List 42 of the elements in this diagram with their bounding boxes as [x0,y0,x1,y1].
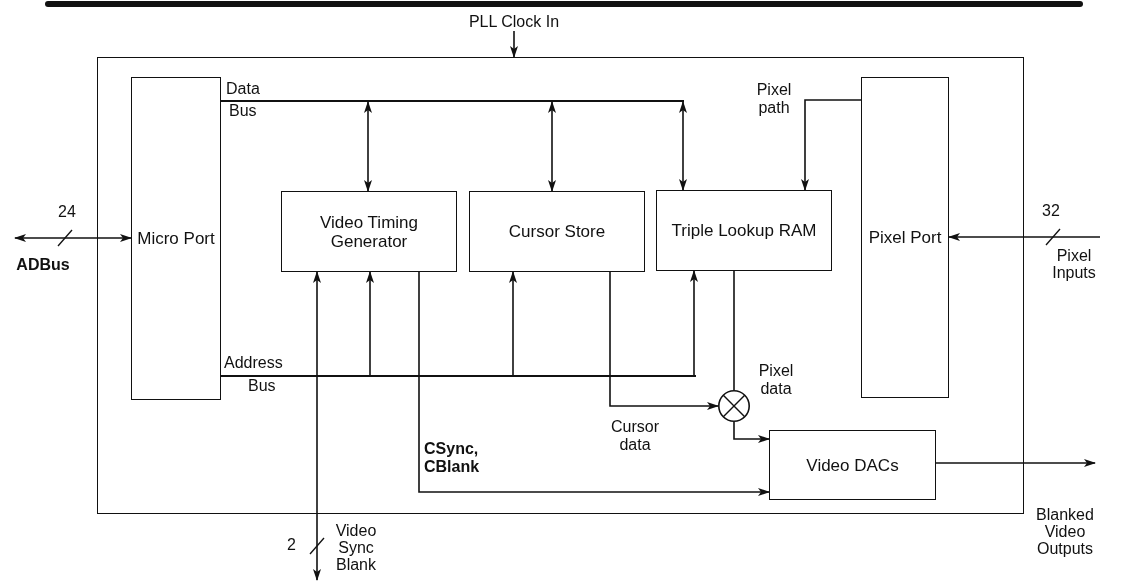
signal-label: Blanked Video Outputs [1030,504,1100,558]
signal-label: Pixel Inputs [1043,246,1105,282]
chip-outline [97,57,1024,514]
signal-label: ADBus [8,254,78,274]
arrow [690,270,698,376]
bus-line [221,375,696,377]
bus-label: Address [224,354,284,372]
connector-line [733,270,735,391]
bus-label: Bus [248,377,277,395]
arrow [609,271,719,410]
arrow [313,271,321,581]
arrow [948,233,1101,241]
bus-width-label: 24 [58,203,77,221]
arrow [733,421,770,443]
process-box: Video Timing Generator [281,191,457,272]
bus-width-label: 2 [287,536,297,554]
arrow [509,271,517,376]
edge-label: CSync, CBlank [424,440,481,476]
process-box: Video DACs [769,430,936,500]
port-block: Pixel Port [861,77,949,398]
bus-label: Bus [229,102,258,120]
process-box: Triple Lookup RAM [656,190,832,271]
multiplier-circle [718,390,750,422]
arrow [418,271,770,496]
edge-label: Cursor data [610,418,660,454]
arrow [679,101,687,191]
signal-label: Video Sync Blank [327,521,385,574]
edge-label: Pixel path [755,81,793,117]
arrow [510,30,518,58]
arrow [366,271,374,376]
arrow [14,234,132,242]
bus-line [221,100,684,102]
port-block: Micro Port [131,77,221,400]
arrow [801,99,862,191]
bus-width-label: 32 [1042,202,1061,220]
process-box: Cursor Store [469,191,645,272]
arrow [935,459,1096,467]
arrow [548,101,556,192]
signal-label: PLL Clock In [450,11,578,31]
bus-label: Data [226,80,261,98]
edge-label: Pixel data [757,362,795,398]
arrow [364,101,372,192]
